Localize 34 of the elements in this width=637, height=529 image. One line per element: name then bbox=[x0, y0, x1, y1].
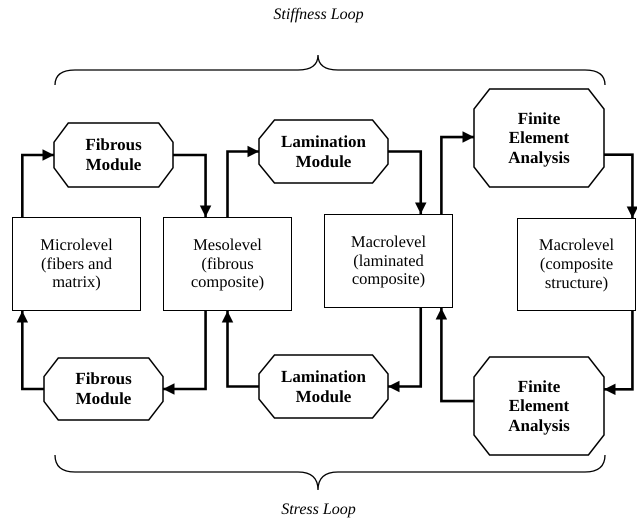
node-label: Finite Element Analysis bbox=[507, 376, 571, 436]
arrow bbox=[388, 150, 427, 214]
module-octagon bbox=[44, 358, 163, 420]
level-box bbox=[163, 217, 292, 311]
loop-label: Stress Loop bbox=[280, 501, 357, 519]
node-label: Mesolevel (fibrous composite) bbox=[190, 236, 266, 292]
loop-label: Stiffness Loop bbox=[272, 6, 365, 24]
node-label: Fibrous Module bbox=[84, 135, 143, 175]
arrow bbox=[436, 308, 474, 402]
module-octagon bbox=[474, 357, 604, 455]
node-label: Lamination Module bbox=[280, 366, 368, 406]
arrow bbox=[226, 146, 259, 217]
arrow bbox=[173, 154, 212, 217]
node-label: Macrolevel (laminated composite) bbox=[350, 232, 428, 290]
node-label: Fibrous Module bbox=[74, 369, 133, 409]
node-label: Finite Element Analysis bbox=[507, 108, 571, 168]
arrow bbox=[388, 308, 422, 392]
arrow bbox=[604, 153, 637, 218]
arrow bbox=[16, 311, 44, 390]
level-box bbox=[12, 217, 141, 311]
module-octagon bbox=[474, 89, 604, 187]
arrow bbox=[222, 311, 259, 388]
module-octagon bbox=[259, 120, 388, 183]
node-label: Lamination Module bbox=[280, 132, 368, 172]
arrow bbox=[604, 311, 634, 396]
arrow bbox=[440, 131, 474, 214]
node-label: Microlevel (fibers and matrix) bbox=[39, 236, 114, 292]
level-box bbox=[324, 214, 453, 308]
arrow bbox=[21, 149, 54, 217]
arrow bbox=[163, 311, 207, 395]
module-octagon bbox=[259, 355, 388, 418]
node-label: Macrolevel (composite structure) bbox=[538, 236, 616, 293]
module-octagon bbox=[54, 123, 173, 187]
level-box bbox=[517, 218, 636, 311]
